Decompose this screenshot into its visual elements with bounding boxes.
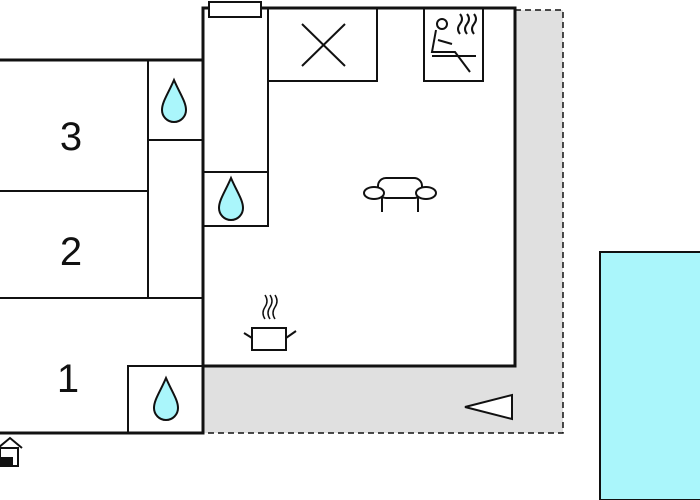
room-number-3: 3	[60, 115, 82, 159]
water-drop-icon	[160, 77, 188, 123]
room-number-1: 1	[57, 357, 79, 401]
sauna-icon	[430, 13, 477, 73]
water-drop-icon	[217, 175, 245, 221]
water-drop-icon	[152, 375, 180, 421]
cross-icon	[301, 23, 346, 67]
terrace	[203, 9, 564, 434]
swimming-pool	[599, 251, 700, 500]
room-number-2: 2	[60, 230, 82, 274]
exterior-walls	[0, 6, 517, 435]
cooking-pot-icon	[243, 294, 297, 351]
entrance-icon	[0, 436, 23, 467]
window	[208, 1, 262, 18]
interior-walls	[0, 8, 484, 433]
sofa-icon	[363, 177, 437, 212]
terrace-arrow-icon	[464, 393, 513, 421]
